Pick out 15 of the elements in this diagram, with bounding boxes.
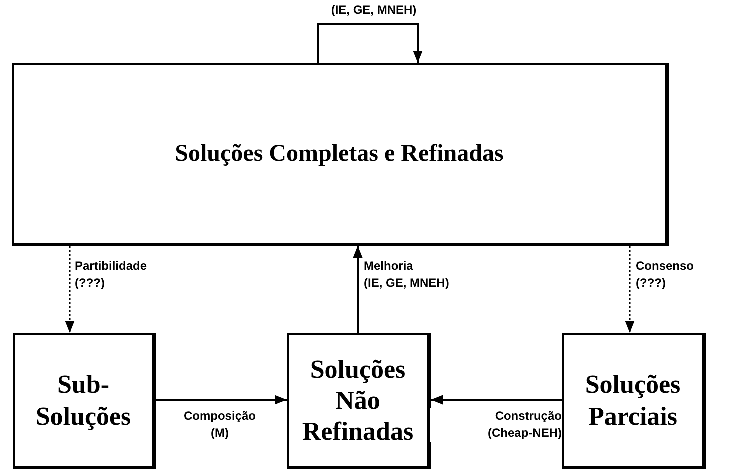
arrow [156, 395, 287, 405]
process-box [562, 333, 706, 469]
arrow [353, 246, 363, 333]
arrow [431, 395, 562, 405]
arrow [625, 246, 635, 333]
process-box [287, 333, 431, 469]
box-title: Soluções Completas e Refinadas [175, 140, 504, 168]
box-title: Soluções Parciais [584, 369, 682, 432]
process-box [12, 63, 669, 246]
edge-label: Construção (Cheap-NEH) [430, 408, 562, 442]
process-box [13, 333, 156, 469]
box-title: Sub- Soluções [34, 369, 132, 432]
box-title: Soluções Não Refinadas [301, 354, 415, 448]
arrow [65, 246, 75, 333]
arrow [317, 23, 423, 63]
